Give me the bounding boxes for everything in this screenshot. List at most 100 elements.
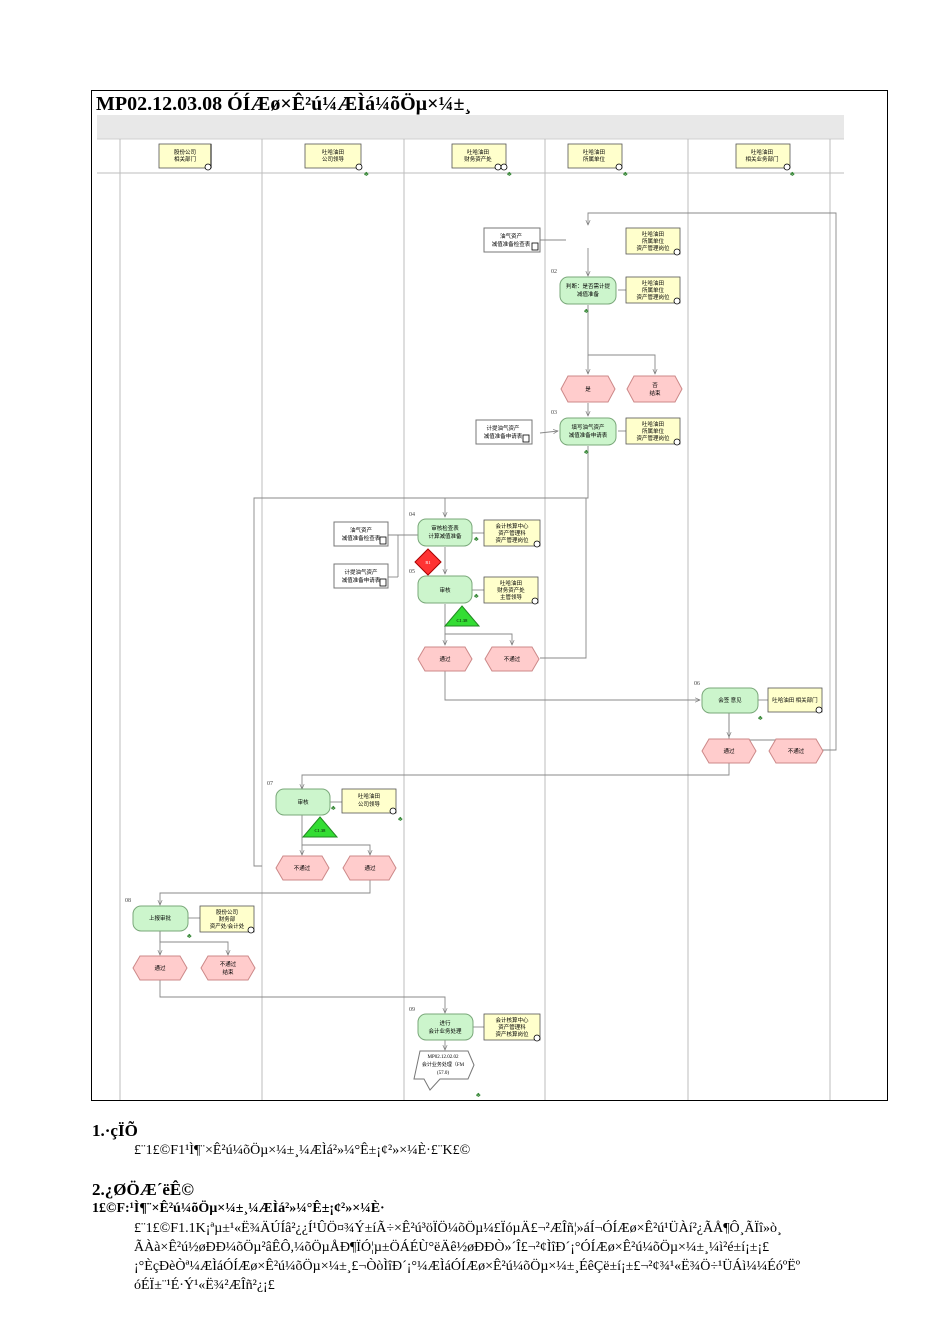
doc-check-table-2: 油气资产 减值准备检查表	[333, 521, 389, 547]
svg-text:油气资产: 油气资产	[500, 232, 523, 240]
section-2-subheading: 1£©F:¹Ì¶¨×Ê²ú¼õÖµ×¼±¸¼ÆÌá²»¼°Ê±¡¢²»×¼È·	[92, 1201, 385, 1216]
diagram-frame	[91, 90, 888, 1101]
svg-text:资产管理岗位: 资产管理岗位	[636, 244, 670, 252]
svg-text:审核检查表: 审核检查表	[431, 524, 459, 532]
svg-text:财务资产处: 财务资产处	[497, 586, 525, 594]
doc-check-table: 油气资产 减值准备检查表	[483, 227, 541, 253]
event-no-end: 否 结束	[626, 375, 683, 403]
role-card-03: 吐哈油田 所属单位 资产管理岗位	[625, 417, 681, 446]
event-pass-05: 通过	[417, 646, 473, 672]
role-card-06: 吐哈油田 相关部门	[767, 687, 823, 714]
svg-text:减值准备检查表: 减值准备检查表	[492, 240, 531, 248]
svg-text:结束: 结束	[649, 389, 661, 397]
svg-text:通过: 通过	[723, 747, 735, 755]
svg-text:减值准备申请表: 减值准备申请表	[484, 432, 523, 440]
role-card-02-top: 吐哈油田 所属单位 资产管理岗位	[625, 227, 681, 256]
svg-text:♣: ♣	[790, 170, 795, 178]
svg-text:会签 意见: 会签 意见	[718, 696, 742, 704]
svg-text:♣: ♣	[584, 307, 589, 315]
svg-text:资产管理岗位: 资产管理岗位	[636, 293, 670, 301]
role-card-07: 吐哈油田 公司领导 ♣	[341, 788, 403, 823]
step-09-box[interactable]	[417, 1013, 474, 1041]
svg-text:公司领导: 公司领导	[358, 800, 381, 808]
svg-text:09: 09	[409, 1007, 415, 1013]
svg-text:所属单位: 所属单位	[583, 155, 606, 163]
svg-text:03: 03	[551, 410, 557, 416]
role-card-05: 吐哈油田 财务资产处 主管领导	[483, 576, 539, 605]
doc-apply-form-2: 计提油气资产 减值准备申请表	[333, 563, 389, 589]
svg-text:会计业务处理（FM: 会计业务处理（FM	[422, 1061, 465, 1068]
svg-text:审核: 审核	[297, 798, 309, 806]
risk-diamond: R1	[414, 548, 442, 576]
svg-text:C1.38: C1.38	[457, 618, 469, 623]
svg-text:判断：是否需计提: 判断：是否需计提	[566, 282, 611, 290]
process-interface-ref[interactable]: MP02.12.02.02 会计业务处理（FM (57.0)	[413, 1050, 475, 1091]
step-07-box[interactable]	[275, 788, 331, 816]
svg-text:公司领导: 公司领导	[322, 155, 345, 163]
svg-text:♣: ♣	[758, 714, 763, 722]
step-08-box[interactable]	[132, 905, 189, 932]
svg-text:会计业务处理: 会计业务处理	[428, 1027, 462, 1035]
svg-text:04: 04	[409, 512, 415, 518]
svg-text:吐哈油田: 吐哈油田	[500, 579, 522, 587]
svg-text:♣: ♣	[398, 815, 403, 823]
step-03-box[interactable]	[559, 417, 617, 446]
svg-text:会计核算中心: 会计核算中心	[495, 522, 529, 530]
svg-text:相关业务部门: 相关业务部门	[745, 155, 778, 163]
section-2-line-3: ¡°ÈçÐèÒª¼ÆÌáÓÍÆø×Ê²ú¼õÖµ×¼±¸£¬ÒòÌîÐ´¡°¼Æ…	[134, 1259, 801, 1274]
lane-separators	[119, 139, 831, 1100]
svg-text:MP02.12.02.02: MP02.12.02.02	[428, 1055, 459, 1060]
svg-text:填写油气资产: 填写油气资产	[571, 423, 605, 431]
event-fail-05: 不通过	[484, 646, 540, 672]
lane-label-1: 股份公司	[174, 148, 196, 156]
svg-text:06: 06	[694, 681, 700, 687]
svg-text:不通过: 不通过	[788, 747, 805, 755]
svg-text:吐哈油田: 吐哈油田	[322, 148, 344, 156]
svg-text:主管领导: 主管领导	[500, 593, 523, 601]
svg-text:♣: ♣	[507, 170, 512, 178]
svg-text:资产处/会计处: 资产处/会计处	[210, 922, 245, 930]
svg-text:不通过: 不通过	[294, 864, 311, 872]
step-05-box[interactable]	[417, 575, 473, 604]
event-pass-07: 通过	[342, 855, 397, 881]
svg-text:会计核算中心: 会计核算中心	[495, 1016, 529, 1024]
svg-text:是: 是	[585, 386, 591, 393]
svg-text:R1: R1	[425, 560, 430, 565]
svg-text:所属单位: 所属单位	[642, 427, 665, 435]
svg-text:股份公司: 股份公司	[216, 908, 238, 916]
svg-text:计算减值准备: 计算减值准备	[428, 532, 462, 540]
svg-text:C1.38: C1.38	[315, 828, 327, 833]
svg-text:所属单位: 所属单位	[642, 237, 665, 245]
step-04-box[interactable]	[417, 518, 473, 547]
svg-text:资产管理岗位: 资产管理岗位	[636, 434, 670, 442]
svg-text:吐哈油田: 吐哈油田	[642, 230, 664, 238]
svg-text:♣: ♣	[474, 592, 479, 600]
event-fail-08-end: 不通过 结束	[200, 955, 256, 981]
lane-card-leaders: 吐哈油田 公司领导 ♣	[304, 143, 369, 178]
svg-text:♣: ♣	[584, 448, 589, 456]
section-2-line-4: óÉÏ±¨¹É·Ý¹«Ë¾²ÆÎñ²¿¡£	[134, 1278, 275, 1293]
svg-text:资产管理科: 资产管理科	[498, 1023, 526, 1031]
role-card-02: 吐哈油田 所属单位 资产管理岗位	[625, 276, 681, 305]
lane-card-depts: 吐哈油田 相关业务部门 ♣	[735, 143, 795, 178]
svg-text:通过: 通过	[154, 964, 166, 972]
svg-text:吐哈油田: 吐哈油田	[642, 279, 664, 287]
svg-text:减值准备: 减值准备	[577, 290, 600, 298]
lane-header-band	[97, 115, 844, 139]
role-card-04: 会计核算中心 资产管理科 资产管理岗位	[483, 519, 541, 548]
lane-card-guofen: 股份公司 相关部门	[158, 143, 212, 171]
svg-text:♣: ♣	[476, 1091, 481, 1099]
page-title: MP02.12.03.08 ÓÍÆø×Ê²ú¼ÆÌá¼õÖµ×¼±¸	[96, 93, 472, 115]
step-02-box[interactable]	[559, 276, 617, 305]
step-06-box[interactable]	[701, 687, 759, 714]
svg-text:所属单位: 所属单位	[642, 286, 665, 294]
event-pass-06: 通过	[701, 738, 757, 764]
svg-text:(57.0): (57.0)	[437, 1071, 449, 1076]
svg-text:审核: 审核	[439, 586, 451, 594]
svg-text:05: 05	[409, 569, 415, 575]
control-triangle-07: C1.38	[301, 816, 339, 838]
svg-text:财务部: 财务部	[219, 915, 236, 923]
svg-text:吐哈油田: 吐哈油田	[467, 148, 489, 156]
control-triangle-05: C1.38	[443, 605, 481, 627]
